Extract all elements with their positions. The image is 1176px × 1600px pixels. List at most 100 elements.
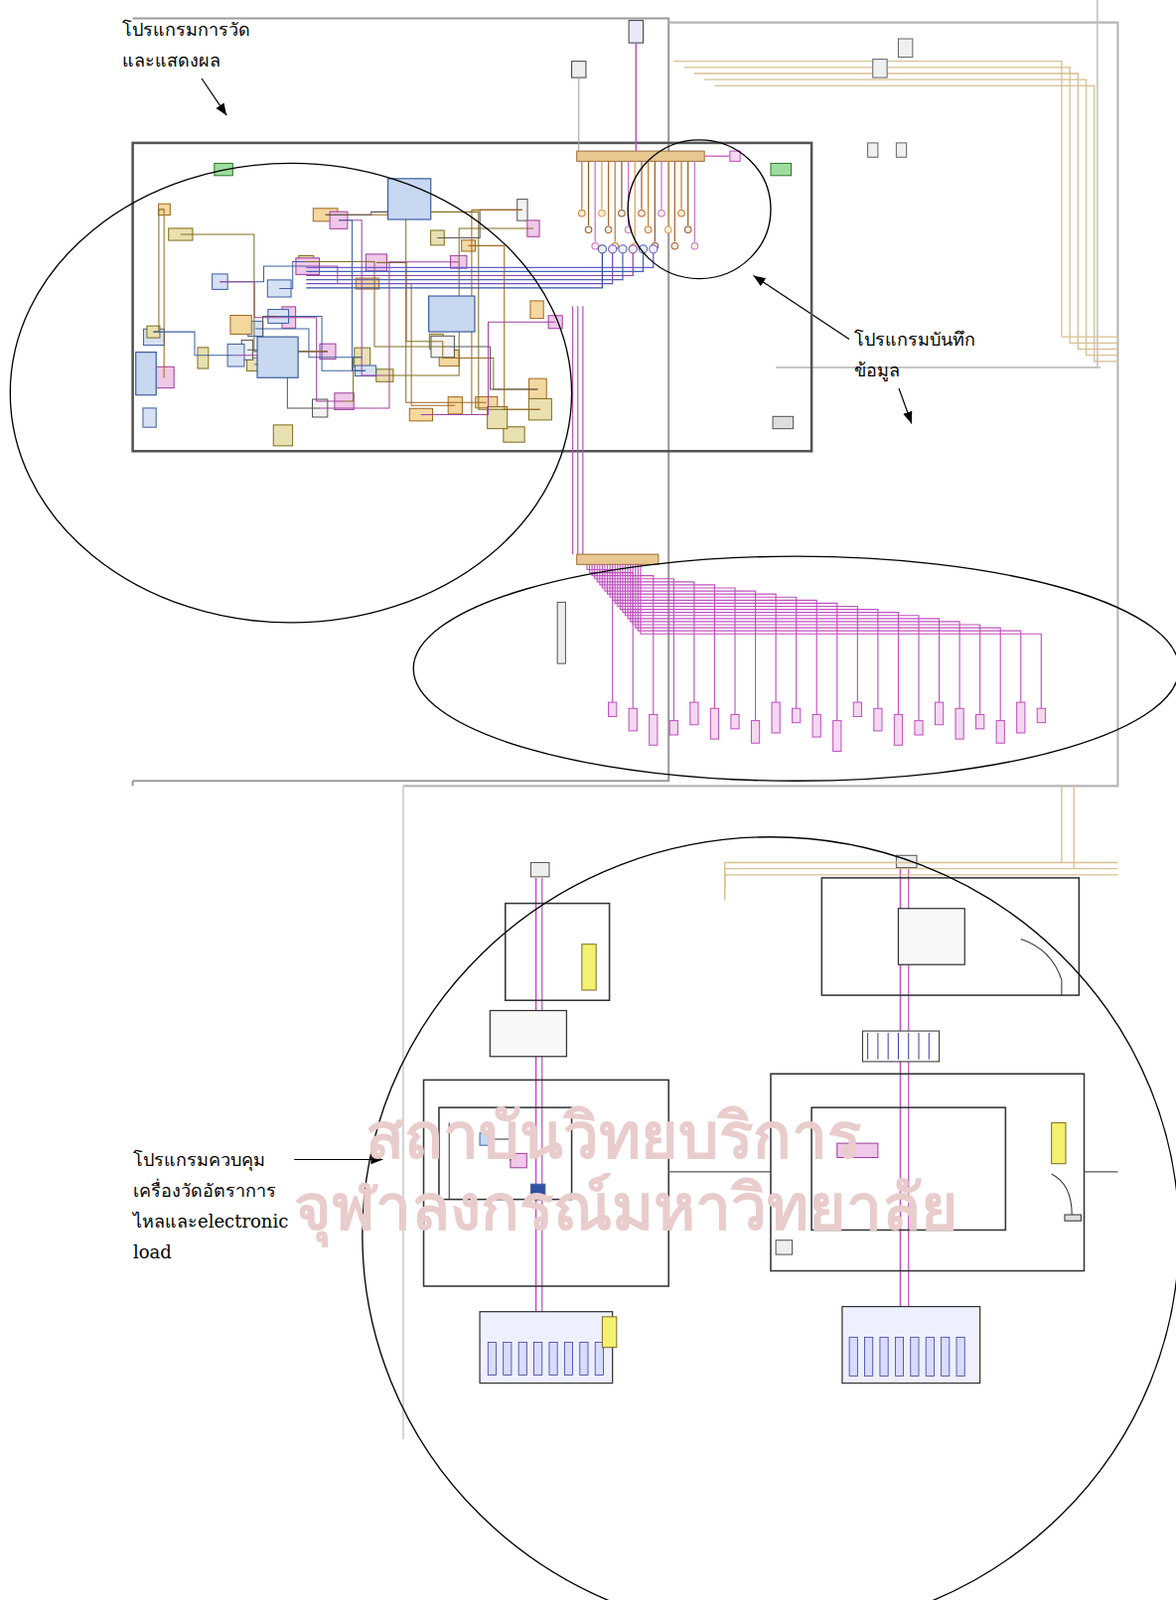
indicator-terminal <box>678 210 686 218</box>
file-write-icon <box>649 714 658 745</box>
data-wire <box>622 564 899 715</box>
file-write-icon <box>976 714 985 729</box>
wire <box>577 305 579 555</box>
data-wire <box>714 85 1118 362</box>
data-wire <box>625 564 919 721</box>
data-wire <box>305 253 643 273</box>
data-wire <box>630 564 960 709</box>
wire <box>600 160 602 209</box>
cluster-element <box>487 1342 496 1376</box>
file-write-icon <box>628 708 637 732</box>
data-wire <box>338 220 385 376</box>
data-wire <box>436 341 449 359</box>
control-terminal <box>572 61 587 78</box>
wire <box>680 160 682 209</box>
array-element <box>907 1032 909 1060</box>
data-wire <box>307 266 368 284</box>
label-line: โปรแกรมการวัด <box>122 13 251 45</box>
data-wire <box>305 253 633 277</box>
string-constant <box>1051 1123 1066 1165</box>
indicator-terminal <box>730 150 740 161</box>
indicator-terminal <box>638 210 646 218</box>
cluster-element <box>518 1342 527 1376</box>
cluster-element <box>880 1336 888 1376</box>
bundle-node <box>577 150 705 161</box>
while-loop <box>133 143 812 451</box>
cluster-element <box>894 1336 903 1376</box>
callout-label: โปรแกรมควบคุม เครื่องวัดอัตราการ ไหลและe… <box>133 1144 289 1268</box>
wire <box>634 160 636 242</box>
labview-icon <box>230 315 252 335</box>
cluster-element <box>910 1336 919 1376</box>
file-write-icon <box>833 721 842 752</box>
data-wire <box>442 346 539 390</box>
cluster-element <box>534 1342 543 1376</box>
data-wire <box>684 67 1119 344</box>
file-write-icon <box>669 721 678 735</box>
subvi-icon <box>489 1011 567 1057</box>
indicator-terminal <box>598 210 606 218</box>
file-write-icon <box>710 708 719 739</box>
wire <box>588 160 589 226</box>
label-line: ข้อมูล <box>854 354 976 386</box>
data-wire <box>344 357 363 402</box>
label-line: load <box>133 1236 289 1268</box>
wire <box>660 160 662 209</box>
cluster-element <box>956 1336 965 1376</box>
icon-box <box>873 59 887 79</box>
indicator-terminal <box>644 226 652 234</box>
label-line: ไหลและelectronic <box>133 1205 289 1237</box>
icon-box <box>1064 1214 1081 1221</box>
data-wire <box>599 564 716 709</box>
data-wire <box>635 564 1001 721</box>
cluster-element <box>564 1342 573 1376</box>
data-wire <box>338 220 366 372</box>
file-write-icon <box>690 702 699 726</box>
data-wire <box>704 79 1118 356</box>
data-wire <box>448 358 538 390</box>
subvi-icon <box>257 336 298 378</box>
labview-icon <box>143 408 156 428</box>
file-write-icon <box>914 721 923 735</box>
file-write-icon <box>812 714 821 737</box>
grouping-ellipse <box>9 162 572 623</box>
file-write-icon <box>934 702 943 726</box>
data-wire <box>673 61 1118 338</box>
leader-arrow <box>201 78 227 116</box>
data-wire <box>162 209 165 378</box>
array-element <box>887 1032 889 1060</box>
data-wire <box>305 253 602 289</box>
data-wire <box>694 73 1119 350</box>
indicator-terminal <box>618 210 626 218</box>
file-write-icon <box>608 702 617 717</box>
wire <box>687 160 689 226</box>
file-write-icon <box>1017 702 1026 734</box>
indicator-terminal <box>608 245 617 254</box>
labview-icon <box>487 407 508 430</box>
label-line: โปรแกรมบันทึก <box>854 323 976 355</box>
indicator-terminal <box>579 210 587 218</box>
data-wire <box>632 564 980 715</box>
labview-icon <box>197 347 209 369</box>
data-wire <box>219 266 307 283</box>
wire <box>647 160 649 226</box>
callout-label: โปรแกรมการวัด และแสดงผล <box>122 13 251 76</box>
indicator-terminal <box>671 242 679 250</box>
wire <box>654 160 656 242</box>
indicator-terminal <box>591 242 599 250</box>
subvi-icon <box>136 352 157 396</box>
indicator-terminal <box>597 245 606 254</box>
bundle-node <box>577 554 659 565</box>
data-wire <box>305 253 612 285</box>
cluster-element <box>849 1336 858 1376</box>
wire <box>620 160 622 209</box>
label-line: เครื่องวัดอัตราการ <box>133 1175 289 1206</box>
subvi-icon <box>429 295 475 332</box>
file-write-icon <box>996 721 1005 744</box>
wire <box>635 42 638 151</box>
file-write-icon <box>1036 708 1045 723</box>
label-line: และแสดงผล <box>122 44 251 76</box>
data-wire <box>1061 785 1074 869</box>
